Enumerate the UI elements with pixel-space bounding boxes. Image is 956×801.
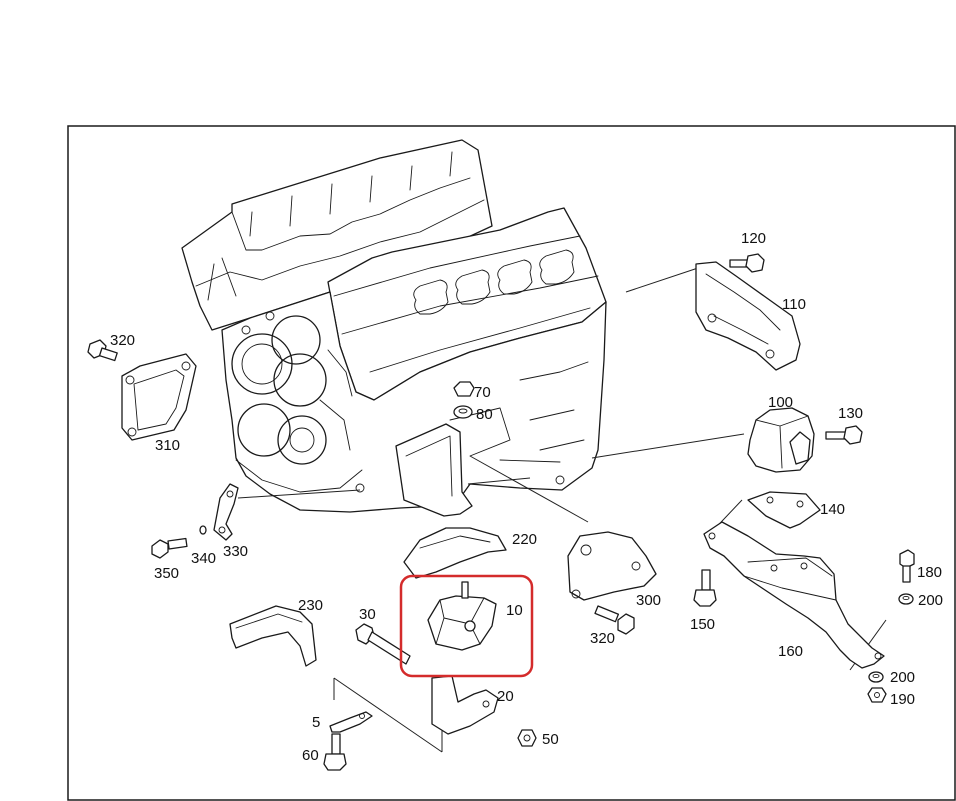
label-230[interactable]: 230 <box>298 597 323 614</box>
washer-200-upper-drawing <box>898 593 914 605</box>
label-320-upper[interactable]: 320 <box>110 332 135 349</box>
label-190[interactable]: 190 <box>890 691 915 708</box>
bolt-320-lower-drawing <box>594 605 635 635</box>
cover-plate-310-drawing <box>121 353 197 441</box>
bracket-330-drawing <box>151 483 239 559</box>
nut-50-drawing <box>517 729 537 747</box>
washer-200-lower-drawing <box>868 671 884 683</box>
crossmember-160-drawing <box>703 521 885 669</box>
bolt-60-drawing <box>323 733 347 771</box>
lower-bracket-20-drawing <box>431 675 499 735</box>
nut-190-drawing <box>867 687 887 703</box>
label-200-lower[interactable]: 200 <box>890 669 915 686</box>
plate-140-drawing <box>747 491 821 529</box>
label-320-lower[interactable]: 320 <box>590 630 615 647</box>
label-60[interactable]: 60 <box>302 747 319 764</box>
bolt-180-drawing <box>899 549 915 583</box>
label-160[interactable]: 160 <box>778 643 803 660</box>
label-350[interactable]: 350 <box>154 565 179 582</box>
heat-shield-230-drawing <box>229 605 317 667</box>
engine-mount-10-drawing[interactable] <box>427 581 497 651</box>
mount-100-drawing <box>747 407 815 473</box>
bracket-300-drawing <box>567 531 657 601</box>
part-labels: 10 5 20 30 50 60 70 80 100 110 120 130 1… <box>110 230 943 764</box>
label-20[interactable]: 20 <box>497 688 514 705</box>
highlight-box <box>399 574 534 678</box>
engine-block-drawing <box>181 139 607 513</box>
diagram-frame <box>67 125 956 801</box>
label-330[interactable]: 330 <box>223 543 248 560</box>
engine-mount-bracket-drawing <box>395 423 473 517</box>
heat-shield-220-drawing <box>403 527 507 579</box>
label-30[interactable]: 30 <box>359 606 376 623</box>
label-80[interactable]: 80 <box>476 406 493 423</box>
label-200-upper[interactable]: 200 <box>918 592 943 609</box>
label-10[interactable]: 10 <box>506 602 523 619</box>
label-70[interactable]: 70 <box>474 384 491 401</box>
bolt-30-drawing <box>355 623 411 665</box>
bolt-150-drawing <box>693 569 717 607</box>
bracket-5-drawing <box>329 711 373 733</box>
bolt-130-drawing <box>825 425 863 445</box>
label-150[interactable]: 150 <box>690 616 715 633</box>
nut-70-washer-80-drawing <box>453 381 475 419</box>
label-130[interactable]: 130 <box>838 405 863 422</box>
label-300[interactable]: 300 <box>636 592 661 609</box>
bracket-110-drawing <box>695 261 801 371</box>
label-310[interactable]: 310 <box>155 437 180 454</box>
label-100[interactable]: 100 <box>768 394 793 411</box>
bolt-320-upper-drawing <box>87 339 118 362</box>
bolt-120-drawing <box>729 253 765 273</box>
label-220[interactable]: 220 <box>512 531 537 548</box>
label-110[interactable]: 110 <box>782 296 806 313</box>
label-5[interactable]: 5 <box>312 714 320 731</box>
label-120[interactable]: 120 <box>741 230 766 247</box>
label-140[interactable]: 140 <box>820 501 845 518</box>
label-340[interactable]: 340 <box>191 550 216 567</box>
label-180[interactable]: 180 <box>917 564 942 581</box>
label-50[interactable]: 50 <box>542 731 559 748</box>
